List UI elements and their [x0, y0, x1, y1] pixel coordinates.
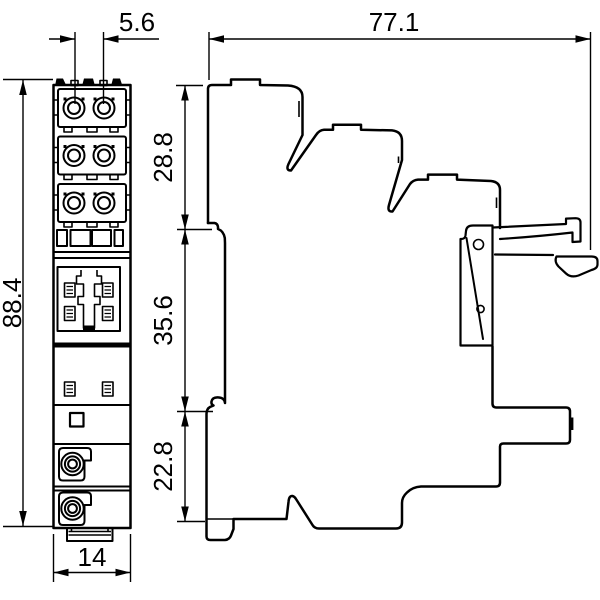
- dim-label-88-4: 88.4: [0, 278, 27, 329]
- dim-label-14: 14: [78, 542, 107, 572]
- side-profile-upper: [206, 78, 502, 230]
- dimensions: 88.4 5.6 14 77.1 28.8: [0, 7, 592, 582]
- dimension-lower-section: 22.8: [148, 411, 205, 523]
- terminal-screw: [62, 96, 86, 120]
- terminal-screw: [62, 144, 86, 167]
- terminal-row-3: [52, 183, 132, 228]
- terminal-screw: [62, 191, 86, 215]
- coil-terminal-2: [58, 491, 92, 526]
- mid-section: [52, 381, 132, 406]
- latch-bar: [459, 224, 494, 347]
- dimension-overall-height: 88.4: [0, 78, 53, 528]
- dimension-terminal-pitch: 5.6: [49, 7, 159, 104]
- dim-label-5-6: 5.6: [119, 7, 155, 37]
- terminal-screw: [92, 144, 116, 167]
- ejector-clip-section: [56, 266, 121, 332]
- latch-spring-edge: [465, 237, 484, 340]
- latch-underside: [493, 253, 555, 257]
- dim-label-77-1: 77.1: [369, 7, 420, 37]
- step-edge-notches: [298, 101, 498, 208]
- rail-hook: [554, 255, 599, 278]
- side-profile-lower: [205, 221, 572, 542]
- front-top-tabs: [55, 78, 123, 87]
- dim-label-22-8: 22.8: [148, 441, 178, 492]
- rear-stud: [570, 417, 574, 430]
- latch-arm: [491, 217, 582, 244]
- din-clip-foot: [66, 527, 114, 542]
- dimension-upper-section: 28.8: [148, 84, 212, 231]
- dim-label-35-6: 35.6: [148, 295, 178, 346]
- indicator-window: [68, 411, 85, 428]
- front-view: [52, 78, 132, 542]
- dimension-middle-section: 35.6: [148, 229, 213, 413]
- terminal-screw: [92, 191, 116, 215]
- marker-window-row: [56, 229, 124, 247]
- dimension-overall-depth: 77.1: [208, 7, 592, 250]
- side-view: [205, 78, 599, 542]
- vent-grille: [63, 282, 114, 322]
- dim-label-28-8: 28.8: [148, 132, 178, 183]
- terminal-row-1: [52, 88, 132, 133]
- latch-hole-lower: [476, 304, 485, 314]
- ribbed-band-lines: [52, 251, 132, 259]
- terminal-row-2: [52, 135, 132, 181]
- double-separator: [52, 485, 132, 492]
- dimension-overall-width: 14: [52, 534, 132, 582]
- coil-terminal-1: [58, 447, 92, 482]
- din-rail-latch: [459, 217, 599, 347]
- latch-hole-upper: [472, 238, 485, 251]
